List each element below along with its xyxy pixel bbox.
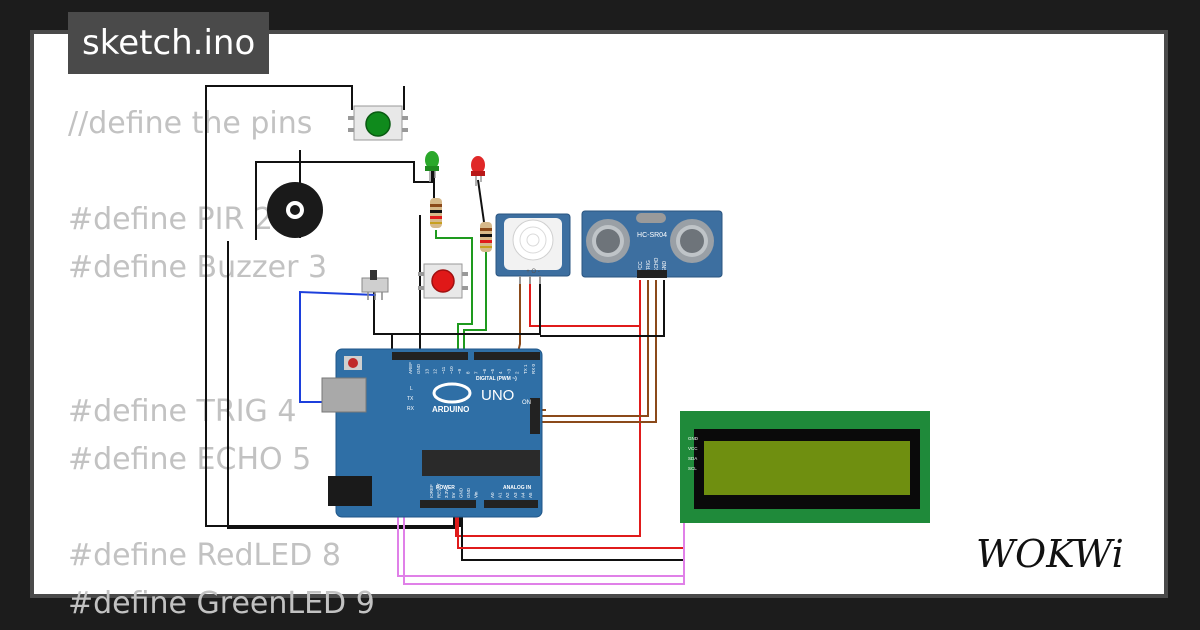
ultrasonic-pin-label: VCC bbox=[638, 261, 644, 272]
wire-pir-vcc bbox=[455, 280, 641, 537]
arduino-side-label: L bbox=[410, 386, 413, 392]
file-tab[interactable]: sketch.ino bbox=[68, 12, 270, 74]
wire-gnd-common bbox=[255, 161, 433, 240]
arduino-pin-label: A3 bbox=[513, 492, 518, 498]
arduino-pin-label: ~9 bbox=[457, 368, 462, 374]
ultrasonic-pin-label: ECHO bbox=[654, 257, 660, 272]
arduino-uno: ARDUINO UNO DIGITAL (PWM ~) ON POWER ANA… bbox=[321, 348, 543, 518]
resistor-1 bbox=[430, 198, 442, 228]
arduino-pin-label: A2 bbox=[505, 492, 510, 498]
arduino-pin-label: RX 0 bbox=[531, 363, 536, 374]
lcd-pin-label: GND bbox=[688, 436, 699, 441]
code-line: #define GreenLED 9 bbox=[68, 586, 375, 621]
arduino-digital-label: DIGITAL (PWM ~) bbox=[476, 376, 517, 382]
arduino-pin-label: 3.3V bbox=[444, 489, 449, 498]
arduino-pin-label: GND bbox=[459, 487, 464, 498]
arduino-pin-label: 2 bbox=[515, 371, 520, 374]
arduino-pin-label: GND bbox=[416, 363, 421, 374]
ultrasonic-pin-labels: VCC TRIG ECHO GND bbox=[638, 257, 668, 272]
push-button-green[interactable] bbox=[348, 105, 408, 141]
svg-text:+ O -: + O - bbox=[526, 269, 540, 275]
arduino-pin-label: ~5 bbox=[490, 368, 495, 374]
arduino-pin-label: TX 1 bbox=[523, 364, 528, 374]
arduino-pin-label: ~3 bbox=[506, 368, 511, 374]
lcd-pin-label: SDA bbox=[688, 456, 697, 461]
wire-gnd-led bbox=[373, 292, 393, 350]
arduino-pin-label: RESET bbox=[436, 483, 441, 498]
arduino-model-label: UNO bbox=[481, 387, 514, 404]
arduino-side-label: RX bbox=[407, 406, 415, 412]
lcd-pin-label: VCC bbox=[688, 446, 698, 451]
arduino-brand-label: ARDUINO bbox=[432, 405, 469, 414]
arduino-pin-label: 8 bbox=[465, 371, 470, 374]
wire-us-gnd bbox=[540, 280, 665, 337]
lcd-pin-label: SCL bbox=[688, 466, 697, 471]
arduino-pin-label: IOREF bbox=[429, 484, 434, 498]
arduino-pin-label: ~11 bbox=[441, 366, 446, 374]
arduino-on-label: ON bbox=[522, 400, 531, 406]
wire-res1-out bbox=[435, 230, 473, 352]
ultrasonic-model-label: HC-SR04 bbox=[637, 232, 667, 239]
wokwi-logo: WOKWi bbox=[976, 532, 1124, 576]
ultrasonic-sensor: HC-SR04 VCC TRIG ECHO GND bbox=[581, 210, 723, 278]
arduino-pin-label: ~10 bbox=[449, 366, 454, 374]
arduino-pin-label: GND bbox=[466, 487, 471, 498]
lcd-display: GND VCC SDA SCL bbox=[680, 411, 930, 523]
wire-led-red-res bbox=[477, 179, 485, 223]
led-red bbox=[471, 156, 485, 186]
resistor-2 bbox=[480, 222, 492, 252]
arduino-pin-label: 4 bbox=[498, 371, 503, 374]
arduino-side-label: TX bbox=[407, 396, 414, 402]
arduino-pin-label: 5V bbox=[451, 492, 456, 498]
wire-us-trig bbox=[540, 280, 649, 417]
arduino-pin-label: A0 bbox=[490, 492, 495, 498]
ultrasonic-pin-label: TRIG bbox=[646, 260, 652, 272]
arduino-pin-label: 7 bbox=[474, 371, 479, 374]
arduino-power-label: POWER bbox=[436, 485, 455, 491]
circuit-diagram: + O - HC-SR04 VCC TRIG ECHO GND bbox=[205, 85, 1124, 585]
canvas-frame: //define the pins #define PIR 2 #define Bu… bbox=[30, 30, 1168, 621]
wire-pir-gnd bbox=[374, 280, 541, 335]
arduino-pin-label: 12 bbox=[433, 368, 438, 374]
slide-switch[interactable] bbox=[361, 270, 389, 300]
arduino-pin-label: A5 bbox=[528, 492, 533, 498]
wire-res2-out bbox=[463, 252, 487, 352]
wire-button-top-gnd bbox=[205, 85, 461, 527]
arduino-pin-label: A4 bbox=[520, 492, 525, 498]
code-line: #define PIR 2 bbox=[68, 202, 273, 237]
code-line: #define TRIG 4 bbox=[68, 394, 297, 429]
arduino-left-labels: L TX RX bbox=[407, 386, 415, 412]
buzzer bbox=[267, 182, 323, 238]
ultrasonic-pin-label: GND bbox=[662, 261, 668, 273]
code-line: #define RedLED 8 bbox=[68, 538, 341, 573]
arduino-pin-label: A1 bbox=[498, 492, 503, 498]
led-green bbox=[425, 151, 439, 182]
code-line: #define Buzzer 3 bbox=[68, 250, 328, 285]
lcd-pin-labels: GND VCC SDA SCL bbox=[688, 436, 699, 471]
arduino-pin-label: AREF bbox=[408, 362, 413, 374]
pir-sensor: + O - bbox=[495, 213, 571, 284]
push-button-red[interactable] bbox=[418, 263, 468, 299]
arduino-pin-label: ~6 bbox=[482, 368, 487, 374]
arduino-pin-label: Vin bbox=[473, 491, 478, 498]
wire-us-echo bbox=[540, 280, 657, 423]
arduino-analog-label: ANALOG IN bbox=[503, 485, 531, 491]
arduino-pin-label: 13 bbox=[424, 368, 429, 374]
code-line: #define ECHO 5 bbox=[68, 442, 312, 477]
code-line: //define the pins bbox=[68, 106, 313, 141]
